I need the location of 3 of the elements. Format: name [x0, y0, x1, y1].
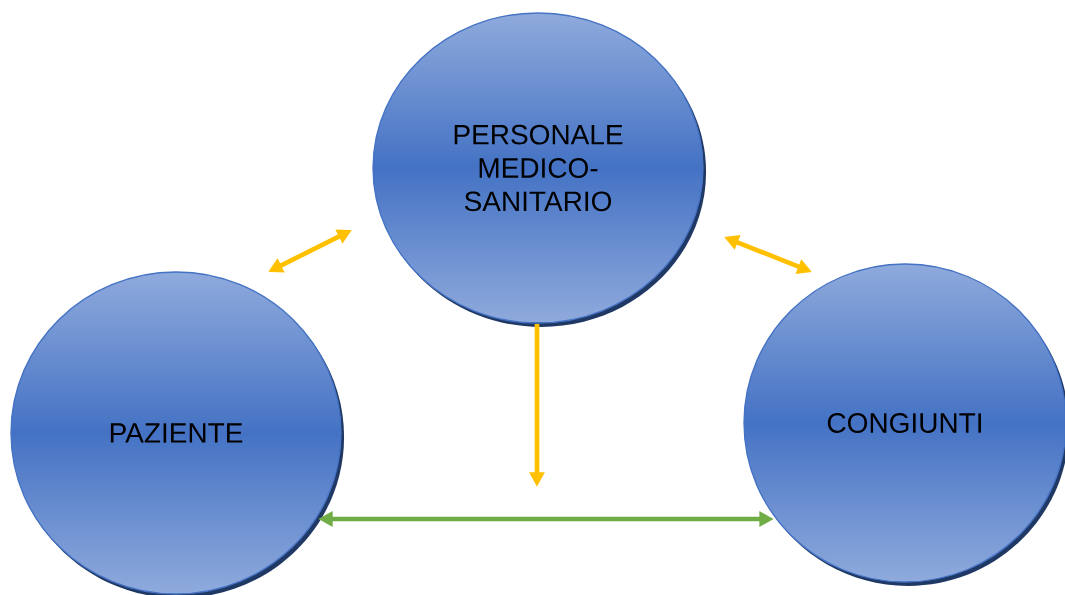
circle-node: CONGIUNTI [743, 263, 1065, 586]
circle-node: PERSONALE MEDICO-SANITARIO [372, 12, 707, 327]
circle-node: PAZIENTE [10, 271, 345, 595]
